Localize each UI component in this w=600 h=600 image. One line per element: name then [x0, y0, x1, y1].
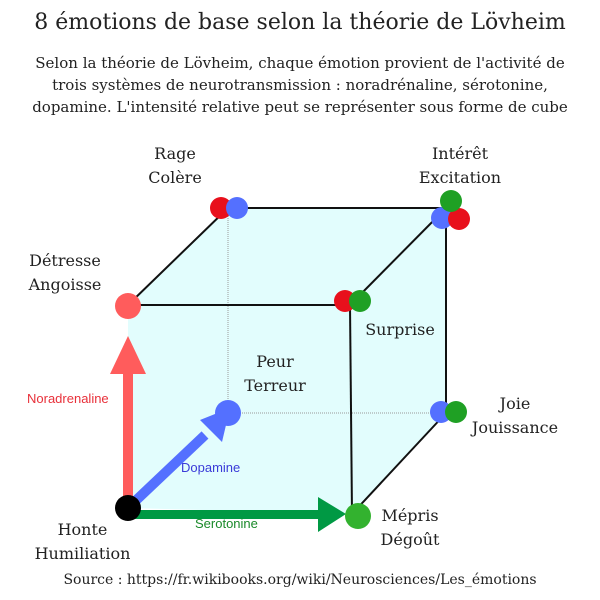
noradrenaline-arrowhead [110, 336, 146, 374]
source-citation: Source : https://fr.wikibooks.org/wiki/N… [63, 572, 537, 588]
detresse-dot [115, 293, 141, 319]
axis-label-noradrenaline: Noradrenaline [27, 391, 109, 406]
interet-dot-green [440, 190, 462, 212]
diagram-title: 8 émotions de base selon la théorie de L… [34, 10, 566, 35]
cube-edge [349, 207, 447, 306]
dopamine-arrow-shaft [126, 431, 209, 510]
cube-edge [351, 412, 447, 515]
noradrenaline-arrow-shaft [123, 372, 133, 508]
interet-dot-red [448, 208, 470, 230]
axis-label-serotonine: Serotonine [195, 516, 258, 531]
label-surprise: Surprise [365, 320, 435, 339]
diagram-subtitle: Selon la théorie de Lövheim, chaque émot… [32, 54, 568, 116]
serotonine-arrow-shaft [128, 510, 318, 519]
mepris-dot [345, 503, 371, 529]
peur-dot [215, 400, 241, 426]
rage-dot-blue [226, 197, 248, 219]
serotonine-arrowhead [318, 497, 346, 532]
cube-edge [127, 207, 229, 306]
axis-label-dopamine: Dopamine [181, 460, 241, 475]
interet-dot-blue [431, 207, 453, 229]
honte-dot [115, 495, 141, 521]
rage-dot-red [210, 197, 232, 219]
surprise-dot-green [349, 290, 371, 312]
cube-top-face [128, 208, 446, 305]
joie-dot-green [445, 401, 467, 423]
cube-edge [349, 304, 353, 515]
